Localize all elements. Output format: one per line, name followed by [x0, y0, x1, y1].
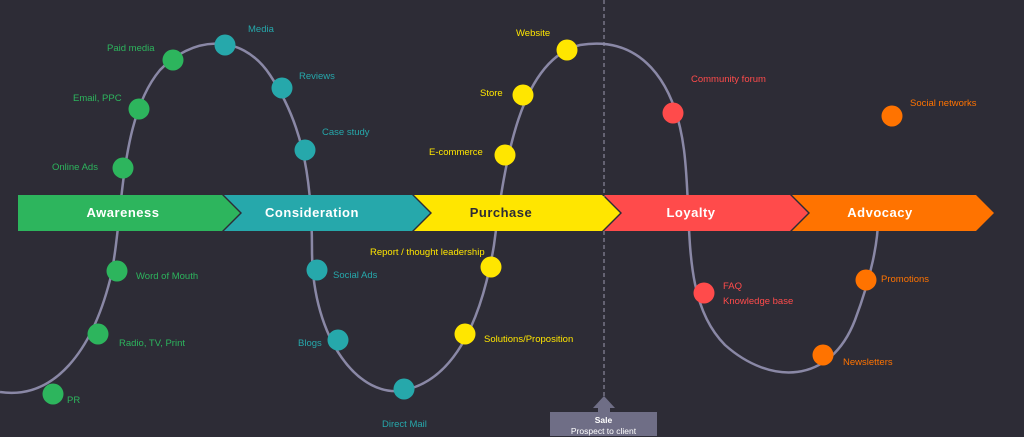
- dot-case-study: [294, 139, 316, 161]
- consideration-arrow: [224, 195, 430, 231]
- dot-community-forum: [662, 102, 684, 124]
- dot-solutions: [454, 323, 476, 345]
- label-newsletters: Newsletters: [843, 357, 893, 368]
- dot-website: [556, 39, 578, 61]
- label-direct-mail: Direct Mail: [382, 419, 427, 430]
- awareness-arrow: [18, 195, 240, 231]
- label-report: Report / thought leadership: [370, 247, 485, 258]
- dot-store: [512, 84, 534, 106]
- dot-faq: [693, 282, 715, 304]
- label-community-forum: Community forum: [691, 74, 766, 85]
- label-paid-media: Paid media: [107, 43, 155, 54]
- loyalty-arrow: [604, 195, 808, 231]
- dot-newsletters: [812, 344, 834, 366]
- dot-direct-mail: [393, 378, 415, 400]
- label-email-ppc: Email, PPC: [73, 93, 122, 104]
- advocacy-arrow: [792, 195, 994, 231]
- dot-social-networks: [881, 105, 903, 127]
- label-reviews: Reviews: [299, 71, 335, 82]
- dot-blogs: [327, 329, 349, 351]
- label-radio-tv-print: Radio, TV, Print: [119, 338, 186, 349]
- dot-promotions: [855, 269, 877, 291]
- dot-paid-media: [162, 49, 184, 71]
- sale-pointer: [593, 396, 615, 414]
- label-website: Website: [516, 28, 551, 39]
- label-promotions: Promotions: [881, 274, 930, 285]
- dot-pr: [42, 383, 64, 405]
- dot-word-of-mouth: [106, 260, 128, 282]
- label-word-of-mouth: Word of Mouth: [136, 271, 199, 282]
- label-pr: PR: [67, 395, 81, 406]
- sale-subtitle: Prospect to client: [570, 426, 637, 436]
- sale-marker-box: Sale Prospect to client: [550, 412, 657, 436]
- stage-arrows: [18, 195, 994, 231]
- touchpoint-dots: [42, 34, 903, 405]
- dot-social-ads: [306, 259, 328, 281]
- label-solutions: Solutions/Proposition: [484, 334, 574, 345]
- label-online-ads: Online Ads: [52, 162, 98, 173]
- label-blogs: Blogs: [298, 338, 322, 349]
- dot-reviews: [271, 77, 293, 99]
- label-faq: FAQ: [723, 281, 743, 292]
- sale-title: Sale: [594, 415, 613, 425]
- label-media: Media: [248, 24, 274, 35]
- dot-radio-tv-print: [87, 323, 109, 345]
- dot-online-ads: [112, 157, 134, 179]
- label-social-networks: Social networks: [910, 98, 977, 109]
- dot-report: [480, 256, 502, 278]
- label-e-commerce: E-commerce: [429, 147, 483, 158]
- label-case-study: Case study: [322, 127, 370, 138]
- label-store: Store: [480, 88, 503, 99]
- label-knowledge-base: Knowledge base: [723, 296, 794, 307]
- dot-e-commerce: [494, 144, 516, 166]
- dot-media: [214, 34, 236, 56]
- dot-email-ppc: [128, 98, 150, 120]
- label-social-ads: Social Ads: [333, 270, 378, 281]
- purchase-arrow: [414, 195, 620, 231]
